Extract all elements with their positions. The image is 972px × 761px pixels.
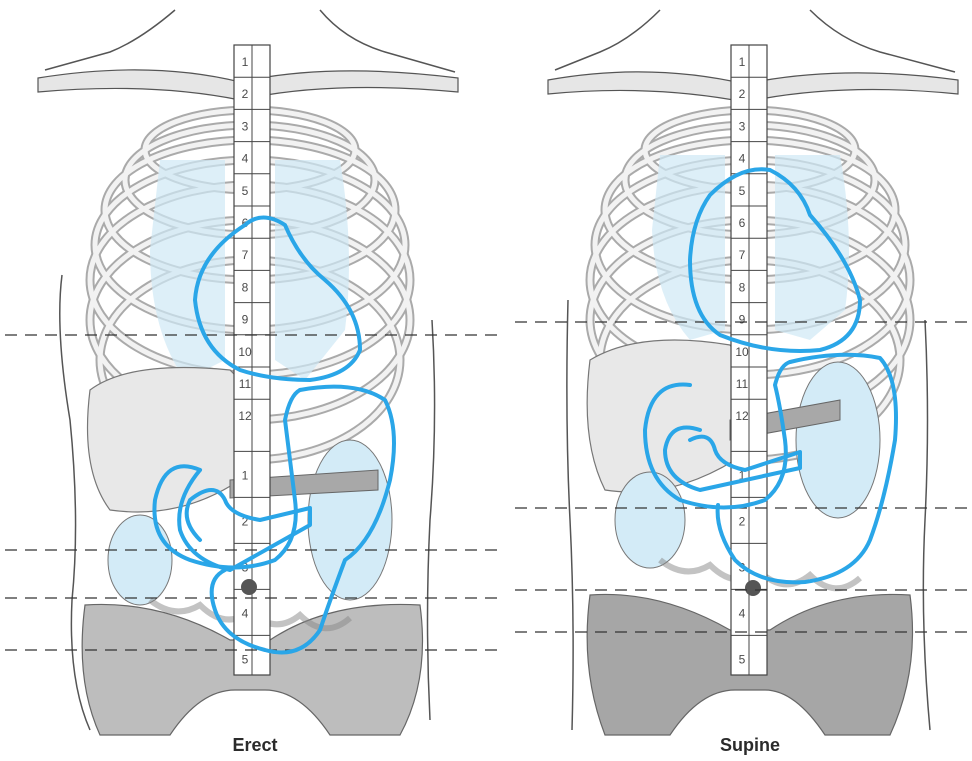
supine-thoracic-label: 2 <box>739 87 746 101</box>
supine-left-kidney <box>796 362 880 518</box>
erect-lumbar-label: 5 <box>242 652 249 666</box>
erect-thoracic-label: 4 <box>242 152 249 166</box>
supine-thoracic-label: 10 <box>735 345 749 359</box>
supine-lumbar-label: 4 <box>739 606 746 620</box>
erect-caption: Erect <box>155 735 355 756</box>
erect-liver <box>88 368 251 513</box>
supine-thoracic-label: 5 <box>739 184 746 198</box>
erect-thoracic-label: 12 <box>238 409 252 423</box>
erect-thoracic-label: 9 <box>242 313 249 327</box>
erect-left-kidney <box>308 440 392 600</box>
supine-liver <box>587 340 745 492</box>
erect-lumbar-label: 1 <box>242 468 249 482</box>
supine-thoracic-label: 12 <box>735 409 749 423</box>
erect-lumbar-label: 4 <box>242 606 249 620</box>
supine-thoracic-label: 3 <box>739 119 746 133</box>
erect-thoracic-label: 1 <box>242 55 249 69</box>
supine-thoracic-label: 4 <box>739 152 746 166</box>
erect-thoracic-label: 10 <box>238 345 252 359</box>
supine-thoracic-label: 6 <box>739 216 746 230</box>
supine-lumbar-label: 5 <box>739 652 746 666</box>
erect-thoracic-label: 11 <box>239 377 252 391</box>
supine-caption: Supine <box>650 735 850 756</box>
supine-thoracic-label: 7 <box>739 248 746 262</box>
supine-thoracic-label: 11 <box>736 377 749 391</box>
erect-level-marker <box>241 579 257 595</box>
erect-right-kidney <box>108 515 172 605</box>
supine-thoracic-label: 9 <box>739 313 746 327</box>
supine-right-kidney <box>615 472 685 568</box>
erect-thoracic-label: 8 <box>242 280 249 294</box>
supine-level-marker <box>745 580 761 596</box>
supine-thoracic-label: 1 <box>739 55 746 69</box>
erect-thoracic-label: 7 <box>242 248 249 262</box>
erect-thoracic-label: 3 <box>242 119 249 133</box>
erect-thoracic-label: 5 <box>242 184 249 198</box>
erect-thoracic-label: 2 <box>242 87 249 101</box>
supine-lumbar-label: 2 <box>739 514 746 528</box>
supine-thoracic-label: 8 <box>739 280 746 294</box>
